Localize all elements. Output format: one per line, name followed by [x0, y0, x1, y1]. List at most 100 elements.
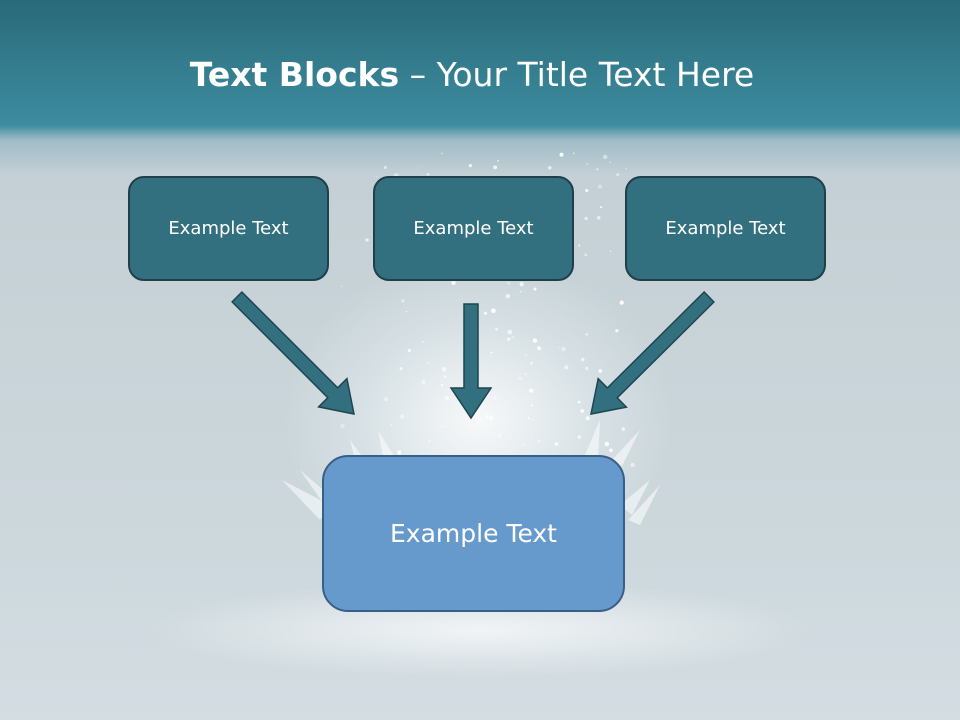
sparkle-dot	[554, 442, 559, 446]
target-block-label: Example Text	[390, 519, 557, 548]
sparkle-dot	[524, 373, 527, 376]
sparkle-dot	[530, 362, 533, 365]
sparkle-dot	[443, 375, 447, 378]
sparkle-dot	[507, 281, 511, 285]
sparkle-dot	[383, 166, 387, 169]
sparkle-dot	[564, 365, 569, 370]
sparkle-dot	[441, 367, 447, 372]
sparkle-dot	[578, 244, 581, 247]
sparkle-dot	[528, 388, 534, 393]
sparkle-dot	[493, 165, 498, 170]
sparkle-dot	[598, 369, 603, 373]
sparkle-dot	[573, 152, 575, 155]
sparkle-dot	[585, 188, 589, 193]
arrow-3	[590, 290, 715, 415]
sparkle-dot	[426, 172, 430, 176]
source-block-2[interactable]: Example Text	[373, 176, 574, 281]
sparkle-dot	[341, 285, 343, 288]
sparkle-dot	[597, 184, 603, 189]
source-block-3[interactable]: Example Text	[625, 176, 826, 281]
sparkle-dot	[532, 338, 538, 343]
sparkle-dot	[384, 397, 389, 402]
sparkle-dot	[441, 152, 444, 155]
sparkle-dot	[495, 328, 498, 331]
sparkle-dot	[616, 173, 619, 177]
sparkle-dot	[604, 441, 610, 447]
sparkle-dot	[596, 168, 599, 171]
source-block-3-label: Example Text	[665, 218, 786, 239]
sparkle-dot	[621, 427, 626, 431]
sparkle-dot	[525, 397, 528, 399]
sparkle-dot	[530, 438, 532, 441]
sparkle-dot	[428, 440, 431, 443]
slide-title: Text Blocks – Your Title Text Here	[0, 52, 944, 98]
sparkle-dot	[511, 335, 514, 339]
sparkle-dot	[520, 290, 522, 293]
sparkle-dot	[619, 300, 624, 305]
sparkle-dot	[585, 366, 589, 371]
sparkle-dot	[559, 152, 564, 157]
arrow-2	[449, 303, 493, 420]
sparkle-dot	[577, 400, 581, 404]
sparkle-dot	[584, 216, 588, 221]
sparkle-dot	[533, 287, 537, 291]
title-separator: –	[399, 55, 437, 94]
sparkle-dot	[596, 216, 601, 220]
sparkle-dot	[558, 346, 560, 348]
sparkle-dot	[625, 167, 627, 170]
sparkle-dot	[585, 333, 589, 336]
sparkle-dot	[483, 311, 488, 315]
sparkle-dot	[407, 348, 412, 353]
sparkle-dot	[507, 329, 513, 335]
sparkle-dot	[440, 383, 444, 387]
sparkle-dot	[561, 347, 566, 352]
sparkle-dot	[577, 435, 582, 439]
title-rest: Your Title Text Here	[436, 55, 755, 94]
source-block-1-label: Example Text	[168, 218, 289, 239]
sparkle-dot	[390, 424, 392, 426]
sparkle-dot	[376, 175, 378, 178]
sparkle-dot	[405, 310, 408, 313]
sparkle-dot	[422, 386, 425, 389]
sparkle-dot	[500, 367, 503, 369]
sparkle-dot	[584, 253, 588, 257]
sparkle-dot	[451, 280, 456, 286]
sparkle-dot	[630, 462, 635, 467]
sparkle-dot	[615, 329, 619, 333]
sparkle-dot	[491, 308, 496, 314]
sparkle-dot	[497, 434, 502, 438]
sparkle-dot	[527, 417, 530, 420]
sparkle-dot	[580, 357, 585, 362]
sparkle-dot	[617, 173, 620, 175]
sparkle-dot	[421, 340, 425, 343]
target-block[interactable]: Example Text	[322, 455, 625, 612]
sparkle-dot	[399, 367, 403, 371]
sparkle-dot	[505, 294, 510, 299]
sparkle-dot	[537, 439, 541, 443]
sparkle-dot	[525, 354, 527, 357]
sparkle-dot	[523, 444, 525, 446]
sparkle-dot	[609, 250, 612, 252]
sparkle-dot	[489, 416, 493, 420]
sparkle-dot	[340, 423, 345, 428]
source-block-1[interactable]: Example Text	[128, 176, 329, 281]
sparkle-dot	[600, 206, 603, 209]
sparkle-dot	[497, 160, 499, 162]
sparkle-dot	[537, 346, 541, 351]
sparkle-dot	[530, 404, 534, 407]
sparkle-dot	[427, 362, 430, 364]
sparkle-dot	[506, 337, 511, 342]
sparkle-dot	[547, 165, 552, 170]
sparkle-dot	[365, 238, 369, 242]
sparkle-dot	[397, 451, 401, 455]
sparkle-dot	[493, 396, 497, 400]
source-block-2-label: Example Text	[413, 218, 534, 239]
sparkle-dot	[440, 425, 444, 428]
sparkle-dot	[421, 380, 426, 385]
sparkle-dot	[580, 408, 585, 413]
sparkle-dot	[490, 351, 493, 354]
sparkle-dot	[401, 299, 405, 303]
sparkle-dot	[609, 161, 612, 164]
